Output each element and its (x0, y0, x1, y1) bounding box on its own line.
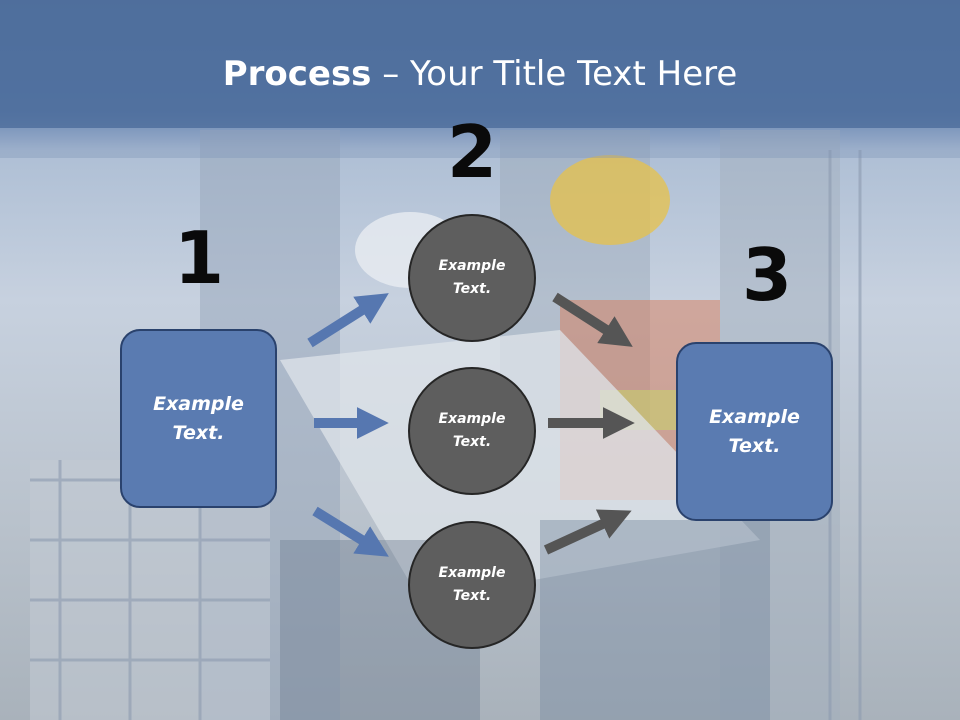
left-process-box: Example Text. (120, 329, 277, 508)
circle-bottom-label: Example Text. (438, 565, 506, 604)
circle-top-label: Example Text. (438, 258, 506, 297)
arrow-bottom-to-right (543, 509, 632, 555)
right-process-box: Example Text. (676, 342, 833, 521)
process-circle-top: Example Text. (408, 214, 536, 342)
step-number-1: 1 (173, 216, 225, 300)
title-rest: – Your Title Text Here (371, 54, 738, 94)
slide-title: Process – Your Title Text Here (0, 50, 960, 98)
right-box-label: Example Text. (709, 405, 800, 457)
process-circle-bottom: Example Text. (408, 521, 536, 649)
circle-middle-label: Example Text. (438, 411, 506, 450)
left-box-label: Example Text. (153, 392, 244, 444)
arrow-left-to-top (307, 293, 389, 348)
process-circle-middle: Example Text. (408, 367, 536, 495)
step-number-2: 2 (446, 110, 498, 194)
arrow-top-to-right (552, 292, 633, 347)
title-bold: Process (222, 54, 372, 94)
arrow-left-to-bottom (312, 506, 389, 557)
step-number-3: 3 (741, 233, 793, 317)
